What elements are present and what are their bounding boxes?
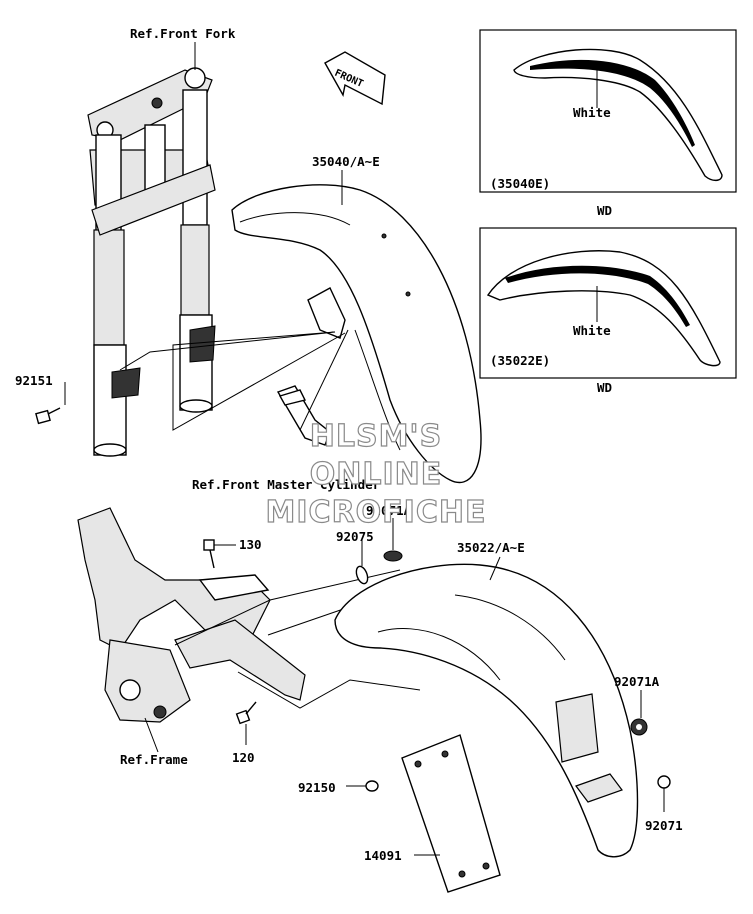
variant-box-35022e: [479, 227, 737, 379]
rear-fender: [334, 563, 639, 858]
watermark-line-3: MICROFICHE: [266, 495, 487, 530]
grommet-92071a-top: [383, 550, 403, 562]
label-92071a-top: 92071A: [366, 503, 412, 518]
label-92071a-right: 92071A: [614, 674, 660, 689]
master-cylinder-ref: [276, 385, 331, 446]
bolt-120: [235, 701, 257, 725]
watermark: HLSM'S ONLINE MICROFICHE: [265, 418, 487, 530]
grommet-92075: [355, 565, 369, 585]
label-130: 130: [239, 537, 262, 552]
variant-box-35040e: [479, 29, 737, 193]
watermark-line-1: HLSM'S: [310, 419, 442, 454]
label-box2-part: (35022E): [490, 353, 550, 368]
label-35040: 35040/A~E: [312, 154, 380, 169]
mud-flap-14091: [401, 734, 501, 893]
label-92151: 92151: [15, 373, 53, 388]
label-35022: 35022/A~E: [457, 540, 525, 555]
bolt-92151: [35, 407, 61, 425]
label-box1-color: White: [573, 105, 611, 120]
label-ref-frame: Ref.Frame: [120, 752, 188, 767]
label-92071: 92071: [645, 818, 683, 833]
label-120: 120: [232, 750, 255, 765]
label-box1-part: (35040E): [490, 176, 550, 191]
label-92075: 92075: [336, 529, 374, 544]
washer-92150: [365, 780, 379, 792]
watermark-line-2: ONLINE: [310, 457, 443, 492]
label-box2-variant: WD: [597, 380, 612, 395]
label-ref-front-fork: Ref.Front Fork: [130, 26, 236, 41]
label-ref-master-cylinder: Ref.Front Master Cylinder: [192, 477, 381, 492]
grommet-92071a-right: [630, 718, 648, 736]
grommet-92071: [657, 775, 671, 789]
bolt-130: [203, 539, 215, 569]
label-box2-color: White: [573, 323, 611, 338]
frame-assembly: [77, 507, 306, 723]
label-92150: 92150: [298, 780, 336, 795]
front-fork-assembly: [87, 67, 216, 457]
front-fender: [231, 184, 482, 484]
label-14091: 14091: [364, 848, 402, 863]
label-box1-variant: WD: [597, 203, 612, 218]
front-direction-arrow: FRONT: [324, 51, 386, 106]
